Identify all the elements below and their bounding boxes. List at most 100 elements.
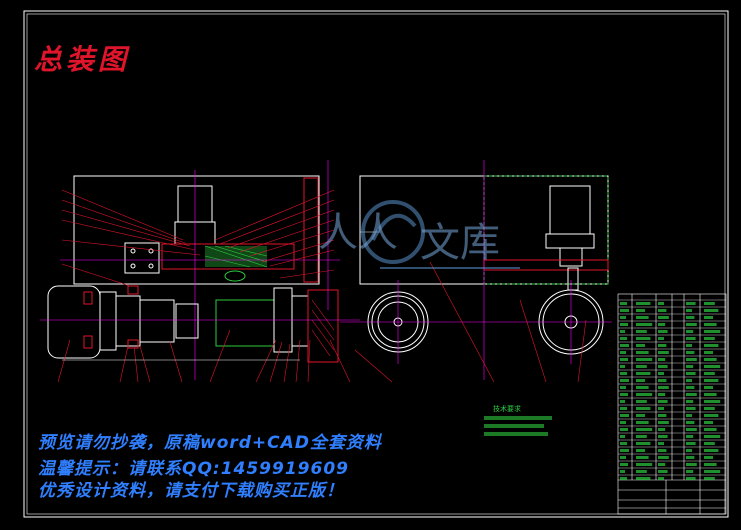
bom-cell-mark <box>704 428 717 431</box>
bom-cell-mark <box>620 435 625 438</box>
bom-cell-mark <box>658 330 668 333</box>
bom-cell-mark <box>620 442 627 445</box>
bom-cell-mark <box>686 386 695 389</box>
bom-cell-mark <box>658 309 667 312</box>
bom-cell-mark <box>658 428 666 431</box>
bom-cell-mark <box>636 470 647 473</box>
bom-rows <box>618 299 726 476</box>
bom-cell-mark <box>620 428 628 431</box>
bom-cell-mark <box>704 330 721 333</box>
drawing-title: 总装图 <box>34 43 131 76</box>
bom-cell-mark <box>658 386 669 389</box>
bom-cell-mark <box>686 407 696 410</box>
bom-cell-mark <box>686 435 694 438</box>
bom-cell-mark <box>636 337 651 340</box>
bom-cell-mark <box>704 400 721 403</box>
bom-cell-mark <box>686 365 694 368</box>
right-view <box>327 160 612 383</box>
bom-cell-mark <box>704 407 715 410</box>
bom-cell-mark <box>636 456 649 459</box>
bom-cell-mark <box>636 379 645 382</box>
bom-cell-mark <box>620 344 629 347</box>
bom-cell-mark <box>686 470 694 473</box>
bom-cell-mark <box>704 351 713 354</box>
bom-cell-mark <box>686 351 695 354</box>
bom-cell-mark <box>704 435 721 438</box>
bom-cell-mark <box>636 393 653 396</box>
bom-cell-mark <box>636 386 649 389</box>
bom-cell-mark <box>658 365 668 368</box>
tech-requirements-title: 技术要求 <box>493 405 521 413</box>
bom-cell-mark <box>686 358 697 361</box>
bom-cell-mark <box>686 393 697 396</box>
bom-cell-mark <box>620 386 626 389</box>
bom-cell-mark <box>686 372 696 375</box>
bom-cell-mark <box>704 442 715 445</box>
bom-cell-mark <box>686 309 692 312</box>
bom-cell-mark <box>658 435 668 438</box>
bom-cell-mark <box>636 330 647 333</box>
bom-cell-mark <box>620 323 628 326</box>
bom-cell-mark <box>620 456 626 459</box>
bom-cell-mark <box>620 365 625 368</box>
bom-cell-mark <box>686 477 696 480</box>
bom-cell-mark <box>704 344 719 347</box>
bom-cell-mark <box>620 379 629 382</box>
bom-cell-mark <box>658 407 664 410</box>
bom-cell-mark <box>686 414 692 417</box>
tech-requirements <box>484 416 552 436</box>
bom-cell-mark <box>686 323 697 326</box>
bom-cell-mark <box>620 421 626 424</box>
bom-cell-mark <box>620 414 629 417</box>
bom-cell-mark <box>658 442 664 445</box>
bom-cell-mark <box>636 463 653 466</box>
bom-cell-mark <box>704 470 721 473</box>
bom-cell-mark <box>658 344 667 347</box>
bom-table <box>617 293 727 515</box>
bom-cell-mark <box>686 337 696 340</box>
bom-cell-mark <box>658 400 668 403</box>
bom-cell-mark <box>686 463 697 466</box>
bom-cell-mark <box>636 372 651 375</box>
bom-cell-mark <box>704 463 717 466</box>
bom-cell-mark <box>704 379 719 382</box>
bom-cell-mark <box>686 344 692 347</box>
bom-cell-mark <box>658 470 668 473</box>
bom-cell-mark <box>636 407 651 410</box>
inner-border <box>26 13 726 515</box>
bom-cell-mark <box>704 316 713 319</box>
bom-cell-mark <box>686 421 695 424</box>
bom-cell-mark <box>658 379 667 382</box>
bom-cell-mark <box>704 337 715 340</box>
bom-cell-mark <box>704 358 717 361</box>
left-view <box>40 170 393 383</box>
bom-cell-mark <box>704 302 715 305</box>
bom-cell-mark <box>636 477 651 480</box>
bom-cell-mark <box>704 421 713 424</box>
bom-cell-mark <box>620 337 627 340</box>
bom-cell-mark <box>686 379 692 382</box>
bom-cell-mark <box>686 302 696 305</box>
bom-cells <box>620 302 721 480</box>
bom-cell-mark <box>636 442 651 445</box>
bom-cell-mark <box>636 302 651 305</box>
bom-cell-mark <box>658 421 669 424</box>
watermark-logo <box>361 200 520 269</box>
bom-cell-mark <box>636 309 645 312</box>
bom-cell-mark <box>636 316 649 319</box>
bom-cell-mark <box>686 428 697 431</box>
watermark-text-right: 文库 <box>420 220 500 266</box>
bom-cell-mark <box>620 470 625 473</box>
bom-cell-mark <box>658 463 666 466</box>
bom-cell-mark <box>620 449 629 452</box>
bom-cell-mark <box>686 330 694 333</box>
bom-cell-mark <box>636 449 645 452</box>
bom-cell-mark <box>636 365 647 368</box>
notice-line-3: 优秀设计资料，请支付下载购买正版！ <box>38 481 344 501</box>
bom-cell-mark <box>686 316 695 319</box>
bom-cell-mark <box>658 372 664 375</box>
bom-cell-mark <box>704 365 721 368</box>
bom-cell-mark <box>658 323 666 326</box>
bom-cell-mark <box>658 456 669 459</box>
bom-cell-mark <box>704 449 719 452</box>
